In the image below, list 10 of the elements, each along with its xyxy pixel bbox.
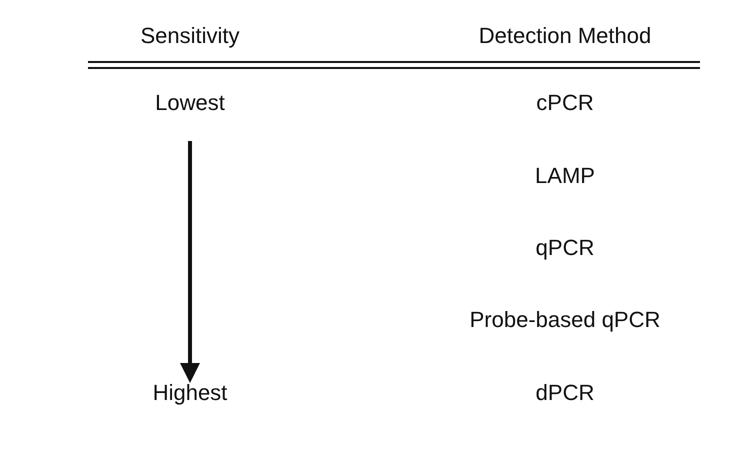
arrow (180, 141, 200, 383)
sensitivity-label: Highest (152, 380, 228, 406)
method-label: Probe-based qPCR (470, 306, 660, 334)
column-header: Sensitivity (140, 22, 240, 50)
method-label: LAMP (535, 162, 595, 190)
column-header: Detection Method (478, 22, 652, 50)
sensitivity-label: Lowest (155, 90, 225, 116)
method-label: qPCR (536, 234, 594, 262)
method-label: cPCR (536, 90, 594, 116)
method-label: dPCR (536, 380, 594, 406)
